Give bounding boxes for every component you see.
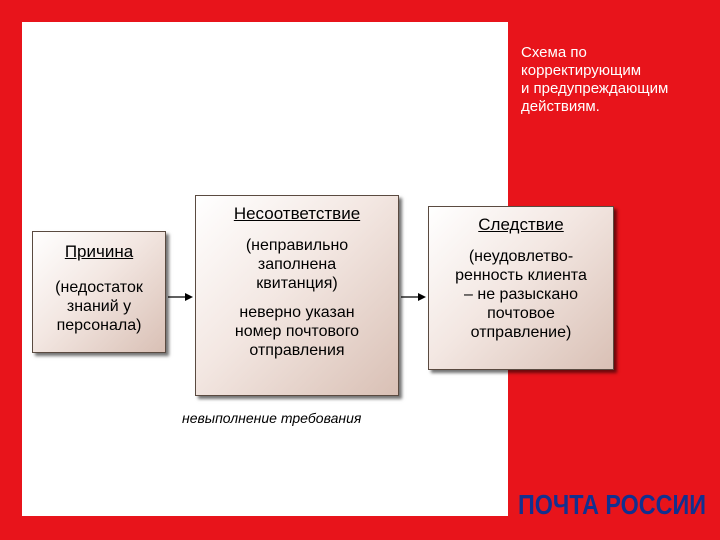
slide-title: Схема по корректирующим и предупреждающи…: [521, 44, 669, 115]
cause-heading: Причина: [64, 242, 134, 261]
effect-box: Следствие (неудовлетво- ренность клиента…: [428, 206, 614, 370]
requirement-note: невыполнение требования: [182, 410, 362, 426]
pochta-rossii-logo: ПОЧТА РОССИИ: [518, 480, 708, 522]
nonconformity-heading: Несоответствие: [233, 204, 361, 223]
effect-heading: Следствие: [478, 215, 564, 234]
cause-box: Причина (недостаток знаний у персонала): [32, 231, 166, 353]
nonconformity-text-2: неверно указан номер почтового отправлен…: [234, 304, 360, 359]
arrow-cause-to-nonconformity: [168, 293, 193, 301]
nonconformity-text-1: (неправильно заполнена квитанция): [245, 237, 349, 292]
cause-text: (недостаток знаний у персонала): [55, 279, 143, 334]
logo-text: ПОЧТА РОССИИ: [518, 489, 706, 520]
effect-text: (неудовлетво- ренность клиента – не разы…: [455, 248, 587, 341]
arrow-nonconformity-to-effect: [401, 293, 426, 301]
nonconformity-box: Несоответствие (неправильно заполнена кв…: [195, 195, 399, 396]
